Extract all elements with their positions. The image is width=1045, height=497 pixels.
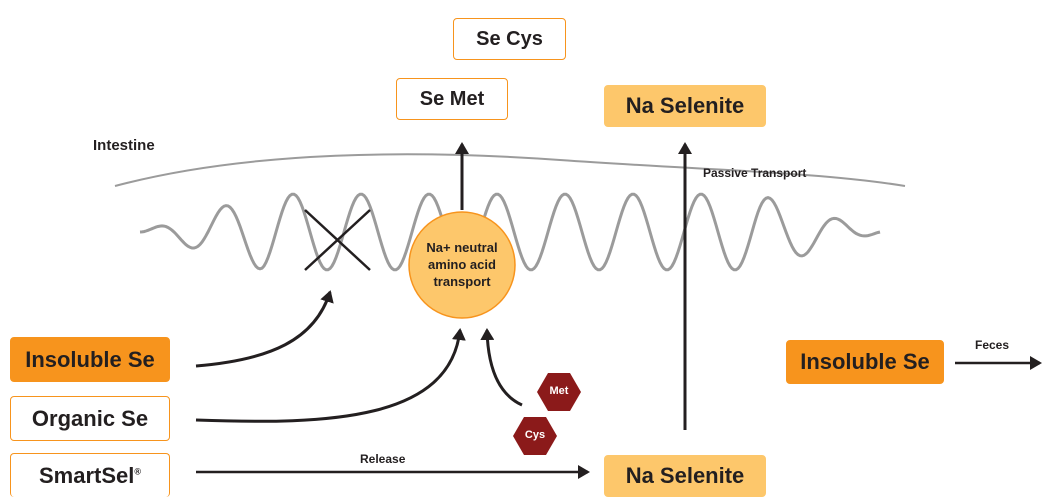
organic-se-label: Organic Se [31,405,149,431]
smartsel-box: SmartSel® [10,453,170,497]
met-hexagon-icon [537,373,581,411]
na-selenite-top-label: Na Selenite [625,93,745,118]
transporter-line-2: amino acid [428,257,496,272]
smartsel-label: SmartSel® [39,463,141,489]
registered-mark: ® [134,466,142,477]
organic-se-box: Organic Se [10,396,170,441]
arrow-insoluble-to-cross [195,290,334,368]
met-label: Met [549,385,569,397]
transporter-line-1: Na+ neutral [426,240,498,255]
cys-hexagon-icon [513,417,557,455]
blocked-cross-icon [304,209,371,271]
intestine-label: Intestine [93,137,155,154]
na-selenite-bottom-box: Na Selenite [604,455,766,497]
transporter-circle [408,211,516,319]
intestine-villi-wave [139,192,881,272]
se-cys-box: Se Cys [453,18,566,60]
na-selenite-top-box: Na Selenite [604,85,766,127]
arrow-organic-to-transporter [195,328,466,423]
passive-transport-label: Passive Transport [703,166,807,180]
smartsel-name: SmartSel [38,462,135,488]
na-selenite-bottom-label: Na Selenite [625,463,745,488]
se-met-label: Se Met [419,87,485,110]
insoluble-se-left-label: Insoluble Se [25,346,155,372]
transporter-line-3: transport [433,274,491,289]
cys-label: Cys [524,429,546,441]
insoluble-se-left-box: Insoluble Se [10,337,170,382]
arrow-aminoacids-to-transporter [480,328,523,407]
intestine-upper-line [114,153,906,187]
release-label: Release [360,452,406,466]
transporter-label: Na+ neutral amino acid transport [409,239,515,290]
se-cys-label: Se Cys [476,27,543,50]
insoluble-se-right-label: Insoluble Se [800,349,930,374]
feces-label: Feces [975,338,1010,352]
se-met-box: Se Met [396,78,508,120]
insoluble-se-right-box: Insoluble Se [786,340,944,384]
